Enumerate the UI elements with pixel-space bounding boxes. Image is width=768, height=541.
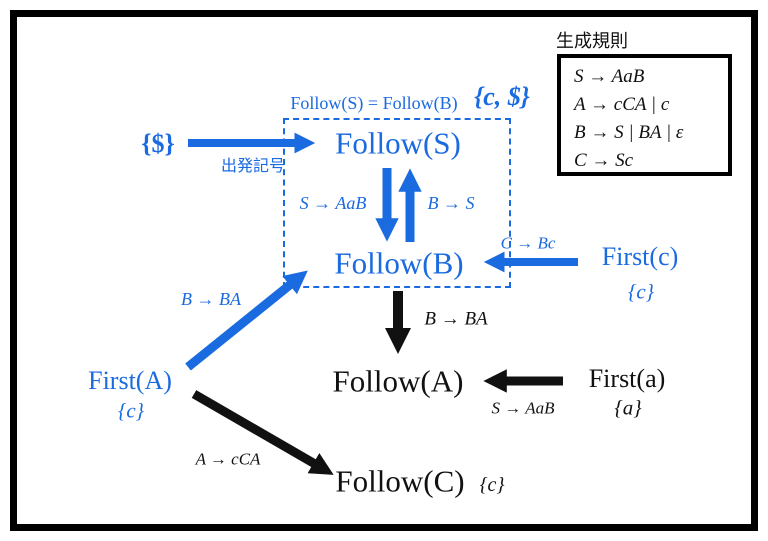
node-first-a: First(a) xyxy=(588,364,666,393)
node-first-A: First(A) xyxy=(88,366,172,395)
label-b-to-ba-blue: B → BA xyxy=(181,289,241,309)
production-rules-box: S → AaB A → cCA | c B → S | BA | ε C → S… xyxy=(557,54,732,176)
label-s-to-aab-inner: S → AaB xyxy=(299,193,367,213)
production-rule: C → Sc xyxy=(574,150,634,171)
label-a-to-cca: A → cCA xyxy=(195,449,261,469)
follow-equivalence-box xyxy=(283,118,511,288)
arrow-first-A-to-follow-b xyxy=(185,270,308,371)
node-follow-s: Follow(S) xyxy=(335,125,461,161)
node-follow-b: Follow(B) xyxy=(334,245,464,281)
production-rule: A → cCA | c xyxy=(574,94,670,115)
label-b-to-ba-black: B → BA xyxy=(424,308,488,330)
equivalence-label: Follow(S) = Follow(B) xyxy=(290,93,458,113)
follow-c-set: {c} xyxy=(479,474,505,496)
production-rules-title: 生成規則 xyxy=(556,31,628,51)
label-s-to-aab-black: S → AaB xyxy=(491,398,555,418)
arrow-first-A-to-follow-c xyxy=(191,390,334,475)
start-set: {$} xyxy=(141,129,175,158)
label-c-to-bc: C → Bc xyxy=(500,233,556,253)
follow-sb-set: {c, $} xyxy=(474,82,530,111)
outer-frame xyxy=(10,10,758,531)
production-rule: S → AaB xyxy=(574,66,645,87)
first-c-set: {c} xyxy=(627,279,655,304)
first-a-set: {a} xyxy=(614,395,642,420)
first-A-set: {c} xyxy=(117,398,145,423)
node-follow-c: Follow(C) xyxy=(335,463,465,499)
label-b-to-s: B → S xyxy=(427,193,475,213)
start-symbol-label: 出発記号 xyxy=(220,158,286,175)
node-follow-a: Follow(A) xyxy=(332,363,464,399)
node-first-c: First(c) xyxy=(601,242,679,271)
production-rule: B → S | BA | ε xyxy=(574,122,684,143)
